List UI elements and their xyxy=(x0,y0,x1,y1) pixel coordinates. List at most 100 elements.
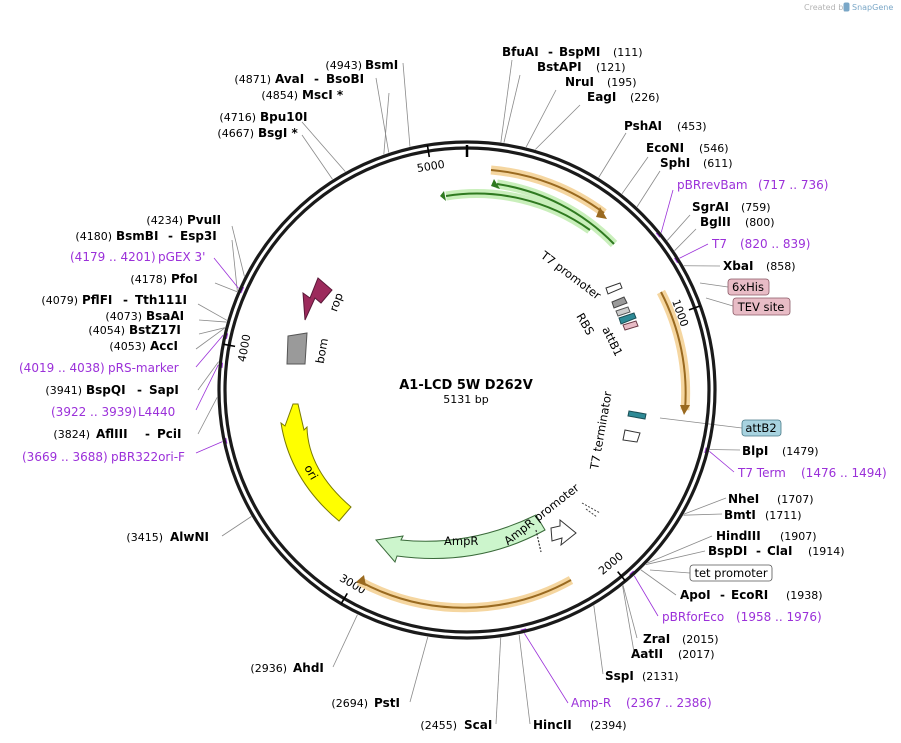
site-acci[interactable]: (4053) AccI xyxy=(109,339,178,353)
primer-pbrrevbam-name: pBRrevBam xyxy=(677,178,748,192)
site-aatii[interactable]: AatII (2017) xyxy=(631,647,715,661)
site-econi[interactable]: EcoNI (546) xyxy=(646,141,729,155)
site-hincii-pos: (2394) xyxy=(590,719,627,732)
primer-t7-name: T7 xyxy=(711,237,727,251)
feature-leader-line xyxy=(699,282,729,288)
site-bsmbi[interactable]: (4180) BsmBI - Esp3I xyxy=(75,229,216,243)
site-leader-line xyxy=(500,59,513,143)
primer-l4440[interactable]: (3922 .. 3939) L4440 xyxy=(51,405,175,419)
site-bsaai[interactable]: (4073) BsaAI xyxy=(105,309,184,323)
attb2-label[interactable]: attB2 xyxy=(741,419,782,437)
site-avai[interactable]: (4871) AvaI - BsoBI xyxy=(234,72,364,86)
primer-leader-line xyxy=(660,189,674,233)
tev-site-label[interactable]: TEV site xyxy=(732,297,791,316)
primer-pbrforeco[interactable]: pBRforEco (1958 .. 1976) xyxy=(662,610,822,624)
site-pfoi[interactable]: (4178) PfoI xyxy=(130,272,197,286)
t7-promoter-feature xyxy=(605,282,628,309)
site-bmti-name: BmtI xyxy=(724,508,756,522)
site-pvuii[interactable]: (4234) PvuII xyxy=(146,213,221,227)
site-bstapi[interactable]: BstAPI (121) xyxy=(537,60,626,74)
site-sspi-name: SspI xyxy=(605,669,634,683)
site-leader-line xyxy=(535,104,581,150)
site-leader-line xyxy=(383,92,390,155)
site-bstz17i-pos: (4054) xyxy=(88,324,125,337)
site-bsgi[interactable]: (4667) BsgI * xyxy=(217,126,298,140)
site-bstapi-name: BstAPI xyxy=(537,60,582,74)
site-xbai[interactable]: XbaI (858) xyxy=(723,259,796,273)
tet-promoter-label[interactable]: tet promoter xyxy=(689,564,773,582)
site-leader-line xyxy=(198,327,225,335)
ampr-feature xyxy=(375,514,546,563)
tet-promoter-feature xyxy=(581,502,601,518)
site-hincii[interactable]: HincII (2394) xyxy=(533,718,627,732)
site-bspdi-sep: - xyxy=(756,544,761,558)
site-nhei-pos: (1707) xyxy=(777,493,814,506)
site-bspqi-name2: SapI xyxy=(149,383,179,397)
site-bpu10i-pos: (4716) xyxy=(219,111,256,124)
site-afliii-sep: - xyxy=(145,427,150,441)
site-psti[interactable]: (2694) PstI xyxy=(331,696,400,710)
site-zrai[interactable]: ZraI (2015) xyxy=(643,632,719,646)
site-pfoi-name: PfoI xyxy=(171,272,198,286)
primer-pgex3-range: (4179 .. 4201) xyxy=(70,250,156,264)
primer-pbr322ori[interactable]: (3669 .. 3688) pBR322ori-F xyxy=(22,450,185,464)
tet-promoter-text: tet promoter xyxy=(694,566,767,580)
site-msci[interactable]: (4854) MscI * xyxy=(261,88,343,102)
site-econi-pos: (546) xyxy=(699,142,729,155)
site-bmti[interactable]: BmtI (1711) xyxy=(724,508,802,522)
site-eagi[interactable]: EagI (226) xyxy=(587,90,660,104)
site-apoi-sep: - xyxy=(720,588,725,602)
primer-ampr[interactable]: Amp-R (2367 .. 2386) xyxy=(571,696,712,710)
snapgene-logo-icon xyxy=(843,2,850,12)
site-hindiii[interactable]: HindIII (1907) xyxy=(716,529,817,543)
site-bglii[interactable]: BglII (800) xyxy=(700,215,775,229)
site-bspqi[interactable]: (3941) BspQI - SapI xyxy=(45,383,178,397)
site-leader-line xyxy=(214,282,238,293)
site-sgrai[interactable]: SgrAI (759) xyxy=(692,200,771,214)
attb1-label: attB1 xyxy=(599,324,625,358)
primer-t7term[interactable]: T7 Term (1476 .. 1494) xyxy=(737,466,887,480)
attb2-feature xyxy=(627,410,647,420)
site-scai[interactable]: (2455) ScaI xyxy=(420,718,492,732)
primer-leader-line xyxy=(524,633,569,704)
site-bspqi-pos: (3941) xyxy=(45,384,82,397)
site-nrui-pos: (195) xyxy=(607,76,637,89)
site-sphi[interactable]: SphI (611) xyxy=(660,156,733,170)
primer-t7term-range: (1476 .. 1494) xyxy=(801,466,887,480)
site-leader-line xyxy=(231,225,245,277)
site-bfuai[interactable]: BfuAI - BspMI (111) xyxy=(502,45,643,59)
primer-prs-range: (4019 .. 4038) xyxy=(19,361,105,375)
primer-leader-line xyxy=(195,441,223,454)
site-leader-line xyxy=(402,62,411,147)
primer-pbrrevbam-range: (717 .. 736) xyxy=(758,178,828,192)
site-leader-line xyxy=(667,214,691,241)
site-bsaai-name: BsaAI xyxy=(146,309,184,323)
site-pshai[interactable]: PshAI (453) xyxy=(624,119,707,133)
primer-pbrrevbam[interactable]: pBRrevBam (717 .. 736) xyxy=(677,178,828,192)
t7-terminator-feature xyxy=(622,429,641,443)
site-alwni[interactable]: (3415) AlwNI xyxy=(126,530,209,544)
primer-prs[interactable]: (4019 .. 4038) pRS-marker xyxy=(19,361,179,375)
site-sspi[interactable]: SspI (2131) xyxy=(605,669,679,683)
site-bsmi[interactable]: (4943) BsmI xyxy=(325,58,398,72)
site-leader-line xyxy=(593,605,604,675)
his-tag-label[interactable]: 6xHis xyxy=(727,278,770,296)
site-msci-pos: (4854) xyxy=(261,89,298,102)
site-leader-line xyxy=(495,637,502,725)
site-bstz17i[interactable]: (4054) BstZ17I xyxy=(88,323,180,337)
site-bspdi-name2: ClaI xyxy=(767,544,792,558)
site-eagi-pos: (226) xyxy=(630,91,660,104)
site-blpi[interactable]: BlpI (1479) xyxy=(742,444,819,458)
site-afliii[interactable]: (3824) AflIII - PciI xyxy=(53,427,181,441)
site-ahdi[interactable]: (2936) AhdI xyxy=(250,661,323,675)
site-pvuii-name: PvuII xyxy=(187,213,221,227)
site-nhei[interactable]: NheI (1707) xyxy=(728,492,814,506)
site-avai-name2: BsoBI xyxy=(326,72,364,86)
primer-pgex3[interactable]: (4179 .. 4201) pGEX 3' xyxy=(70,250,205,264)
site-bpu10i[interactable]: (4716) Bpu10I xyxy=(219,110,307,124)
primer-t7[interactable]: T7 (820 .. 839) xyxy=(711,237,810,251)
site-bspdi[interactable]: BspDI - ClaI (1914) xyxy=(708,544,845,558)
site-nrui[interactable]: NruI (195) xyxy=(565,75,637,89)
site-apoi[interactable]: ApoI - EcoRI (1938) xyxy=(680,588,823,602)
site-pflfi[interactable]: (4079) PflFI - Tth111I xyxy=(41,293,187,307)
